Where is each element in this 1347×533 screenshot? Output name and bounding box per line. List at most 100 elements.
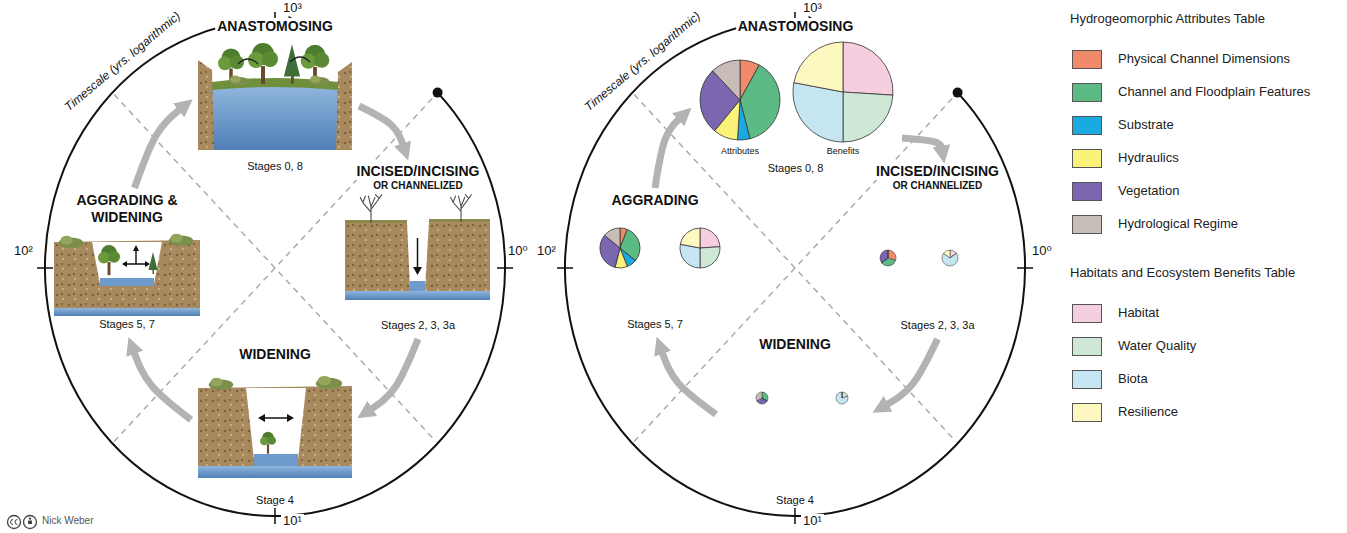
timescale-circle [634,94,956,441]
axis-title: Timescale (yrs. logarithmic) [581,8,705,115]
legend-swatch [1072,116,1102,135]
stage-heading: WIDENING [237,346,313,363]
aggrading-illustration [59,236,84,248]
stage-transition-arrow [135,108,182,188]
legend-text: Resilience [1118,404,1178,419]
legend-row: Habitat [1072,304,1113,324]
axis-tick-label: 10³ [281,1,304,16]
stage-panel: WIDENING Stage 4 [195,346,355,510]
aggrading-illustration [126,250,146,264]
incised-illustration [450,194,471,222]
axis-tick-label: 10¹ [281,514,304,529]
cc-license-icon [11,520,18,525]
anastomosing-illustration [198,60,214,150]
stage-transition-arrow [661,350,716,414]
widening-illustration [264,417,288,419]
widening-illustration [258,414,294,422]
stage-heading: AGGRADING [609,192,700,209]
axis-tick-label: 10⁰ [1030,244,1054,259]
stage-heading: INCISED/INCISING [355,163,482,180]
legend-text: Vegetation [1118,183,1179,198]
pie-chart [793,42,893,142]
stage-numbers: Stage 4 [254,494,296,507]
legend-text: Channel and Floodplain Features [1118,84,1310,99]
stage-panel: AGGRADINGStages 5, 7 [580,192,730,334]
legend-heading: Hydrogeomorphic Attributes Table [1068,12,1267,27]
pie-chart [880,250,896,266]
legend-row: Channel and Floodplain Features [1072,83,1264,103]
stage-transition-arrow [369,339,418,410]
stage-transition-arrow [885,339,938,406]
timescale-circle [557,12,1033,524]
legend-row: Hydraulics [1072,149,1133,169]
legend-swatch [1072,149,1102,168]
stage-numbers: Stages 5, 7 [97,318,157,331]
pie-slice [843,42,893,95]
anastomosing-illustration [229,76,250,87]
legend-text: Physical Channel Dimensions [1118,51,1290,66]
aggrading-illustration [98,245,120,275]
legend-swatch [1072,182,1102,201]
pie-slice [880,250,888,263]
incised-illustration [417,238,419,269]
widening-illustration [260,432,276,454]
timescale-circle [433,88,443,98]
aggrading-illustration [54,240,200,316]
anastomosing-illustration [284,44,300,84]
pie-charts [600,42,958,404]
pie-slice [680,228,700,248]
pie-chart [942,250,958,266]
stage-subheading: OR CHANNELIZED [371,180,464,192]
legend-swatch [1072,403,1102,422]
cc-license-icon [28,521,32,525]
pie-label: Attributes [719,146,761,156]
pie-slice [888,250,889,258]
legend-swatch [1072,50,1102,69]
legend-row: Resilience [1072,403,1132,423]
stage-numbers: Stage 4 [774,494,816,507]
axis-tick-label: 10² [12,244,35,259]
aggrading-illustration [169,234,194,246]
stage-panel: WIDENING Stage 4 [720,336,870,510]
stage-transition-arrow [359,106,404,147]
stage-heading: AGGRADING & WIDENING [65,192,189,226]
pie-chart [836,392,848,404]
stage-numbers: Stages 2, 3, 3a [379,319,457,332]
pie-slice [605,228,620,248]
widening-illustration [316,376,342,389]
anastomosing-illustration [336,62,352,150]
incised-illustration [345,194,490,300]
stage-heading: ANASTOMOSING [215,18,335,35]
widening-illustration [198,386,352,478]
legend-swatch [1072,83,1102,102]
pie-slice [713,60,740,100]
anastomosing-illustration [238,57,310,64]
incised-illustration [413,267,422,275]
stage-subheading: OR CHANNELIZED [891,180,984,192]
stage-transition-arrow [902,138,942,149]
legend-swatch [1072,215,1102,234]
stage-numbers: Stages 0, 8 [245,160,305,173]
axis-tick-label: 10³ [801,1,824,16]
pie-chart [700,60,780,140]
incised-illustration [345,220,407,223]
aggrading-illustration [54,234,200,316]
stage-transition-arrow [133,350,191,419]
timescale-circle [634,94,956,441]
aggrading-illustration [149,252,158,274]
anastomosing-illustration [309,76,330,87]
pie-slice [836,392,848,404]
anastomosing-illustration [198,86,352,150]
stage-heading: ANASTOMOSING [736,18,856,35]
legend-row: Water Quality [1072,337,1150,357]
pie-slice [793,83,843,142]
legend-row: Substrate [1072,116,1128,136]
stage-numbers: Stages 0, 8 [766,162,826,175]
stage-heading: WIDENING [757,336,833,353]
timescale-circle [565,20,1025,516]
axis-tick-label: 10¹ [801,514,824,529]
pie-slice [756,392,762,401]
legend-heading: Habitats and Ecosystem Benefits Table [1068,266,1297,281]
incised-illustration [407,222,429,289]
widening-illustration [198,466,352,478]
